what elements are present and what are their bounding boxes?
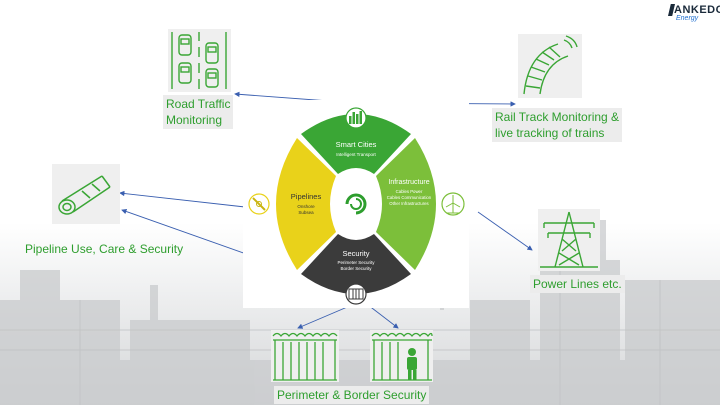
road-traffic-tile — [168, 29, 231, 92]
pipelines-sub1: Onshore — [297, 204, 315, 209]
power-tower-icon — [540, 211, 598, 268]
power-lines-tile — [538, 209, 600, 271]
segment-infrastructure — [376, 138, 436, 270]
pipeline-tile — [52, 164, 120, 224]
logo-text: ANKEDO — [674, 4, 720, 16]
road-traffic-label-line2: Monitoring — [166, 113, 223, 127]
infrastructure-sub3: Other Infrastructures — [389, 201, 428, 206]
application-wheel: Smart Cities Intelligent Transport Pipel… — [243, 100, 469, 308]
security-title: Security — [342, 249, 369, 258]
smart-cities-sub: Intelligent Transport — [336, 152, 376, 157]
rail-track-label-line2: live tracking of trains — [495, 126, 605, 140]
arrow-to-perimeter — [297, 304, 353, 329]
infrastructure-sub1: Cables Power — [396, 189, 423, 194]
border-fence-guard-icon — [371, 332, 433, 381]
smart-cities-title: Smart Cities — [336, 140, 377, 149]
power-lines-label: Power Lines etc. — [530, 275, 625, 293]
perimeter-fence-tile — [271, 330, 339, 382]
perimeter-label: Perimeter & Border Security — [274, 386, 430, 404]
security-sub2: Border Security — [340, 266, 372, 271]
pipeline-icon — [58, 175, 111, 215]
pipe-valve-icon — [248, 193, 270, 215]
arrow-to-border — [367, 304, 399, 329]
segment-security — [301, 234, 411, 294]
perimeter-fence-icon — [272, 332, 338, 381]
road-traffic-icon — [171, 32, 227, 89]
arrow-to-power — [477, 211, 533, 251]
security-sub1: Perimeter Security — [337, 260, 375, 265]
infrastructure-sub2: Cables Communication — [387, 195, 432, 200]
rail-track-label: Rail Track Monitoring & live tracking of… — [492, 108, 623, 142]
company-logo: ANKEDO Energy — [668, 4, 720, 26]
pipelines-sub2: Subsea — [298, 210, 314, 215]
logo-subtext: Energy — [676, 15, 699, 22]
road-traffic-label: Road Traffic Monitoring — [163, 95, 234, 129]
fence-gate-icon — [345, 283, 367, 305]
wind-turbine-icon — [441, 192, 465, 216]
segment-pipelines — [276, 138, 336, 270]
logo-mark-icon — [668, 4, 675, 16]
road-traffic-label-line1: Road Traffic — [166, 97, 231, 111]
rail-track-label-line1: Rail Track Monitoring & — [495, 110, 620, 124]
rail-track-tile — [518, 34, 582, 98]
border-fence-tile — [370, 330, 433, 382]
pipeline-label: Pipeline Use, Care & Security — [25, 242, 184, 256]
rail-track-icon — [523, 35, 578, 95]
infrastructure-title: Infrastructure — [388, 179, 429, 186]
pipelines-title: Pipelines — [291, 192, 322, 201]
city-icon — [345, 107, 367, 129]
segment-smart-cities — [301, 114, 411, 174]
arrow-to-pipeline-top — [119, 190, 246, 208]
